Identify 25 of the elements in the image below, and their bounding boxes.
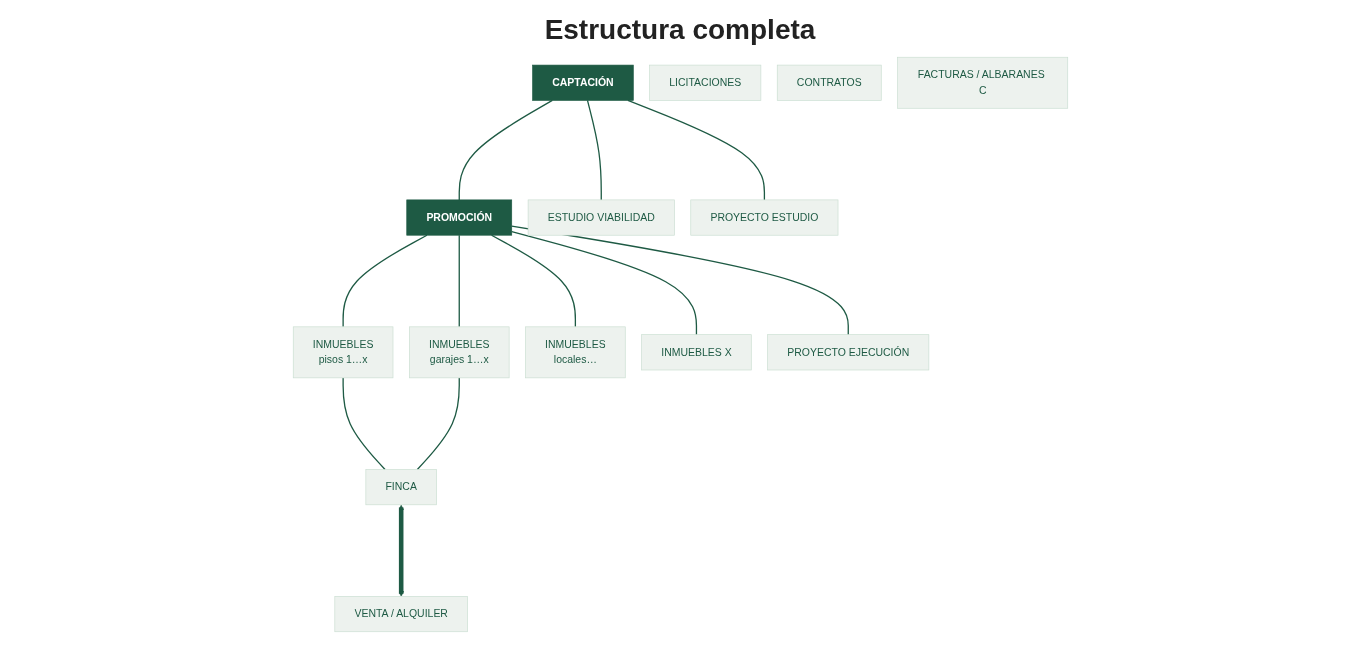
connector xyxy=(341,234,428,328)
node-box: LICITACIONES xyxy=(648,64,761,101)
node-box: INMUEBLES garajes 1…x xyxy=(408,326,509,379)
connector xyxy=(490,234,576,328)
node-box: INMUEBLES pisos 1…x xyxy=(292,326,393,379)
node-box: INMUEBLES locales… xyxy=(524,326,626,379)
node-box: PROMOCIÓN xyxy=(405,199,512,236)
node-box: VENTA / ALQUILER xyxy=(334,596,468,633)
connector xyxy=(341,377,386,471)
connector xyxy=(586,99,602,201)
connector xyxy=(510,230,697,336)
connector xyxy=(458,99,553,201)
connector xyxy=(510,225,849,336)
diagram-title: Estructura completa xyxy=(543,14,817,46)
connector xyxy=(416,377,460,471)
connector xyxy=(458,234,460,328)
node-box: CAPTACIÓN xyxy=(531,64,634,101)
node-box: FACTURAS / ALBARANES C xyxy=(896,56,1068,109)
node-box: INMUEBLES X xyxy=(640,334,752,371)
node-box: PROYECTO ESTUDIO xyxy=(689,199,838,236)
node-box: FINCA xyxy=(365,469,437,506)
arrow xyxy=(397,504,404,597)
node-box: ESTUDIO VIABILIDAD xyxy=(527,199,675,236)
node-box: PROYECTO EJECUCIÓN xyxy=(766,334,929,371)
node-box: CONTRATOS xyxy=(776,64,882,101)
